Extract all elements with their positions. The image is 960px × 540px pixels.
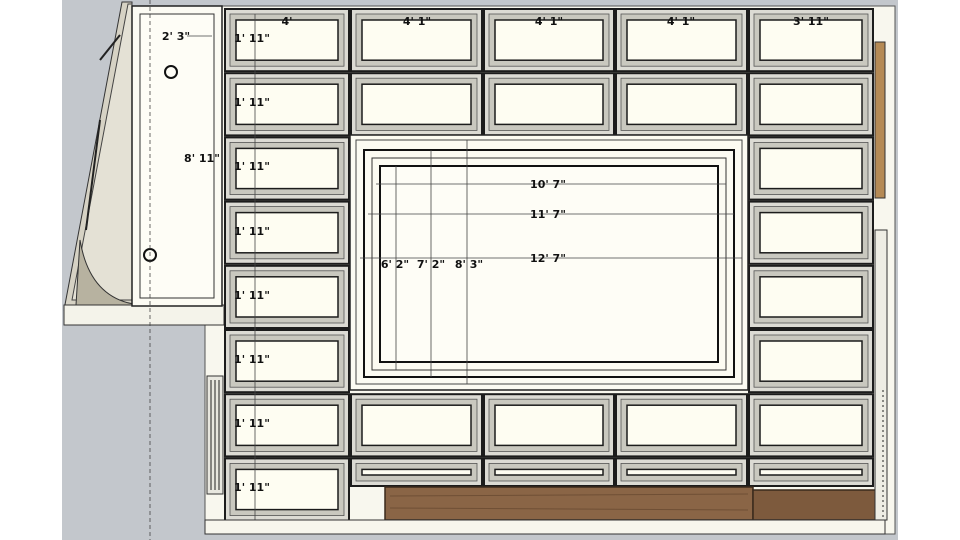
raised-panel bbox=[224, 264, 350, 329]
side-cabinet bbox=[63, 1, 225, 326]
raised-panel bbox=[748, 393, 874, 458]
raised-panel bbox=[350, 8, 483, 73]
top-width-label: 4' 1" bbox=[535, 15, 563, 28]
row-height-label: 1' 11" bbox=[234, 225, 270, 238]
raised-panel bbox=[483, 393, 615, 458]
row-height-label: 1' 11" bbox=[234, 32, 270, 45]
row-height-label: 1' 11" bbox=[234, 353, 270, 366]
top-width-label: 4' 1" bbox=[667, 15, 695, 28]
raised-panel bbox=[224, 393, 350, 458]
raised-panel bbox=[615, 72, 748, 137]
center-width-label: 11' 7" bbox=[530, 208, 566, 221]
center-frame bbox=[349, 134, 749, 391]
top-width-label: 4' 1" bbox=[403, 15, 431, 28]
raised-panel bbox=[224, 200, 350, 265]
row-height-label: 1' 11" bbox=[234, 481, 270, 494]
right-margin bbox=[898, 0, 960, 540]
row-height-label: 1' 11" bbox=[234, 160, 270, 173]
dimension-labels: 4' 4' 1" 4' 1" 4' 1" 3' 11" 2' 3" 8' 11"… bbox=[162, 15, 829, 494]
raised-panel bbox=[483, 457, 615, 487]
center-height-label: 7' 2" bbox=[417, 258, 445, 271]
raised-panel bbox=[748, 329, 874, 394]
raised-panel bbox=[350, 393, 483, 458]
raised-panel bbox=[483, 8, 615, 73]
raised-panel bbox=[350, 457, 483, 487]
raised-panel bbox=[748, 457, 874, 487]
side-width-label: 2' 3" bbox=[162, 30, 190, 43]
side-height-label: 8' 11" bbox=[184, 152, 220, 165]
center-height-label: 6' 2" bbox=[381, 258, 409, 271]
raised-panel bbox=[224, 136, 350, 201]
row-height-label: 1' 11" bbox=[234, 96, 270, 109]
guide-lines bbox=[149, 0, 742, 540]
raised-panel bbox=[615, 457, 748, 487]
raised-panel bbox=[224, 329, 350, 394]
raised-panel bbox=[224, 72, 350, 137]
center-width-label: 12' 7" bbox=[530, 252, 566, 265]
vent-grille bbox=[206, 375, 224, 495]
left-margin bbox=[0, 0, 62, 540]
center-height-label: 8' 3" bbox=[455, 258, 483, 271]
center-width-label: 10' 7" bbox=[530, 178, 566, 191]
wall-panels bbox=[224, 8, 874, 522]
raised-panel bbox=[748, 264, 874, 329]
raised-panel bbox=[483, 72, 615, 137]
row-height-label: 1' 11" bbox=[234, 417, 270, 430]
top-width-label: 4' bbox=[281, 15, 292, 28]
drain-hole-upper bbox=[164, 65, 178, 79]
raised-panel bbox=[224, 457, 350, 522]
top-width-label: 3' 11" bbox=[793, 15, 829, 28]
raised-panel bbox=[748, 8, 874, 73]
floor-strip bbox=[204, 519, 886, 535]
raised-panel bbox=[748, 136, 874, 201]
row-height-label: 1' 11" bbox=[234, 289, 270, 302]
raised-panel bbox=[615, 393, 748, 458]
raised-panel bbox=[615, 8, 748, 73]
raised-panel bbox=[224, 8, 350, 73]
right-wall-strip bbox=[874, 41, 888, 521]
raised-panel bbox=[350, 72, 483, 137]
raised-panel bbox=[748, 72, 874, 137]
raised-panel bbox=[748, 200, 874, 265]
wood-bench bbox=[384, 486, 879, 521]
